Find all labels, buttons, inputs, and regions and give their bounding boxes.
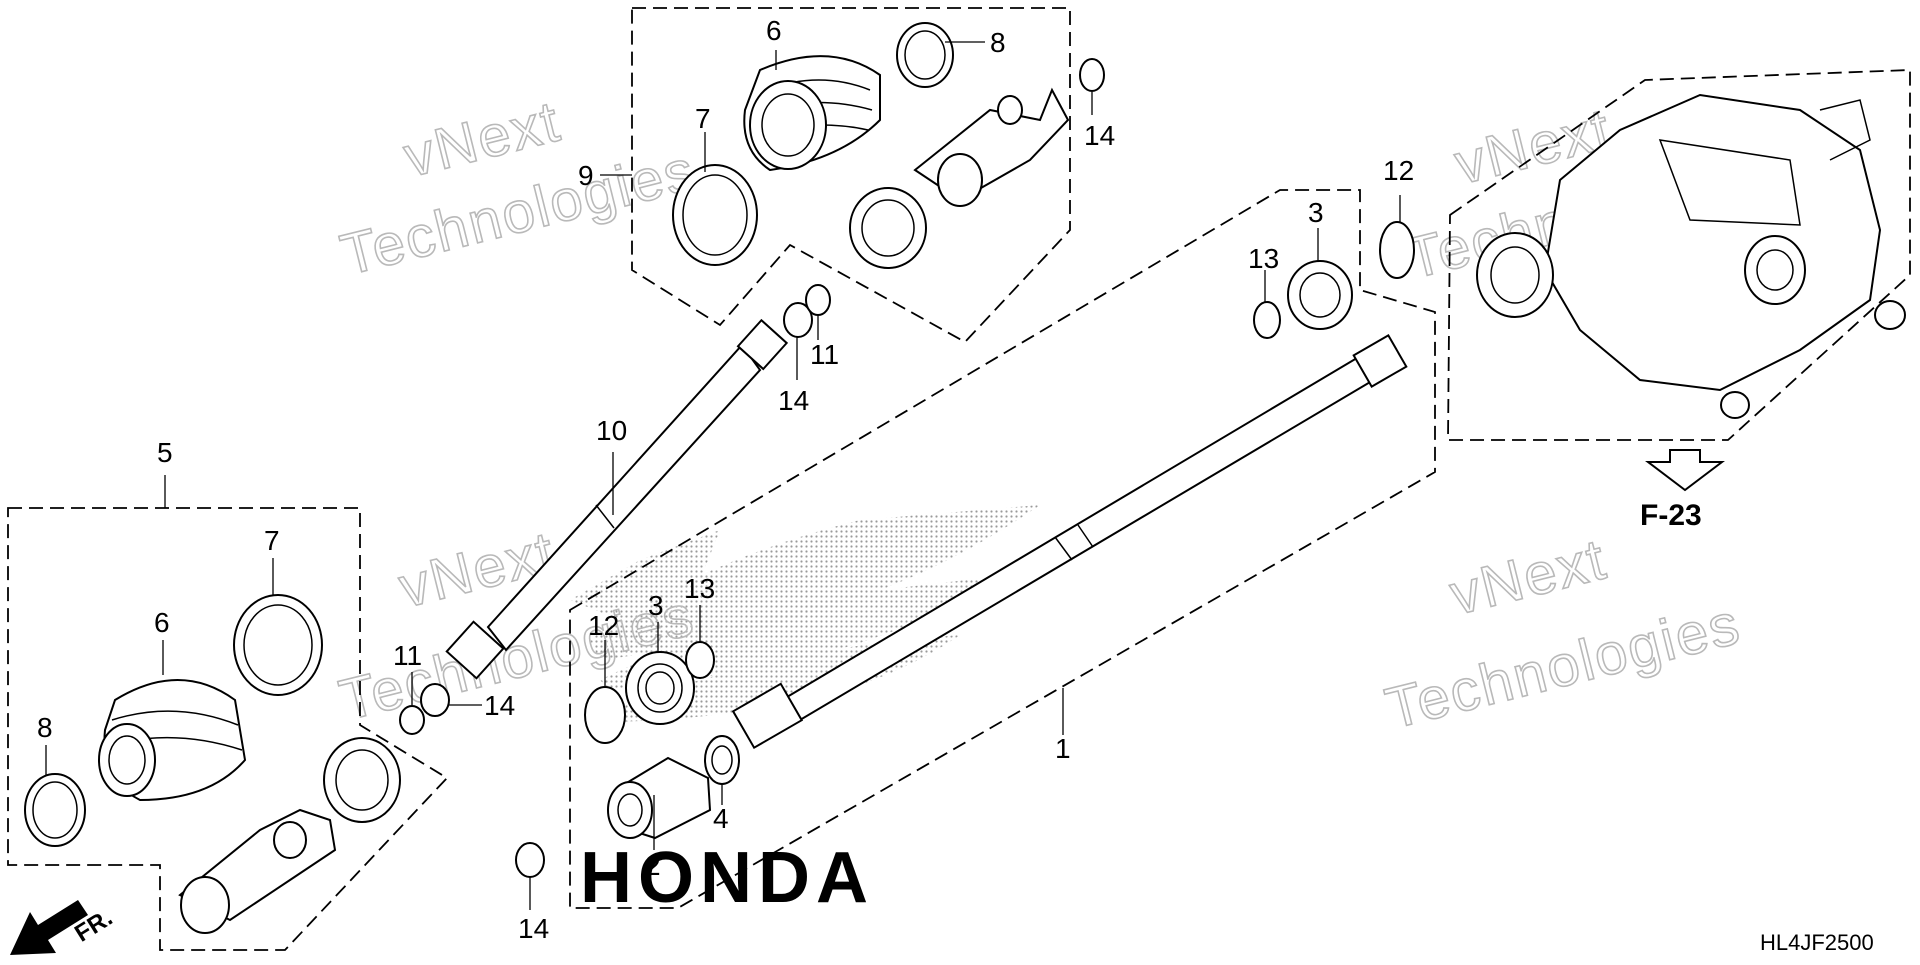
callout-13-middle: 13 [684,573,715,604]
callout-14-bottom: 14 [518,913,549,944]
callout-12-middle: 12 [588,610,619,641]
svg-text:Technologies: Technologies [1379,591,1747,742]
reference-label: F-23 [1640,499,1702,532]
part-1-rear-shaft [731,334,1408,750]
group-outline-front-joint [7,507,449,951]
part-13-ring-upper [1253,301,1281,339]
part-14-ring-loose-bottom [515,842,545,878]
part-seal-top [849,187,927,269]
callout-10: 10 [596,415,627,446]
group-outline-gearbox [1447,69,1911,441]
final-drive-gearbox [1476,93,1906,419]
callout-7-front: 7 [264,525,280,556]
group-outline-rear-shaft [569,189,1436,909]
part-11-ring-shaft-top [805,284,831,316]
part-7-clamp-top [672,164,758,266]
callout-6-top: 6 [766,15,782,46]
watermark-middle-right: vNext Technologies [1379,526,1748,743]
universal-joint-front [178,808,337,934]
callout-5: 5 [157,437,173,468]
part-seal-front [323,737,401,823]
part-12-ring-upper [1379,221,1415,279]
part-3-seal-upper [1287,260,1353,330]
callout-8-front: 8 [37,712,53,743]
part-7-clamp-front [233,594,323,696]
reference-arrow: F-23 [1640,449,1725,532]
part-14-ring-loose-top [1079,58,1105,92]
callout-numbers: 6 8 7 9 14 12 3 13 11 14 10 5 7 6 8 11 1… [37,15,1414,944]
part-13-ring-middle [685,641,715,679]
callout-3-middle: 3 [648,590,664,621]
part-11-ring-shaft-bottom [399,705,425,735]
diagram-code: HL4JF2500 [1760,930,1874,955]
callout-4: 4 [713,803,729,834]
group-outline-top-joint [631,7,1071,344]
callout-1: 1 [1055,733,1071,764]
callout-8-top: 8 [990,27,1006,58]
part-6-boot-front [98,679,247,802]
universal-joint-top [913,87,1070,207]
callout-14-front: 14 [484,690,515,721]
callout-7-top: 7 [695,103,711,134]
callout-6-front: 6 [154,607,170,638]
part-10-propeller-shaft [445,318,789,680]
callout-2: 2 [645,850,661,881]
callout-13-top: 13 [1248,243,1279,274]
part-12-ring-middle [584,686,626,744]
front-direction-arrow: FR. [10,900,117,955]
part-8-clamp-front [24,773,86,847]
part-3-seal-middle [625,651,695,725]
callout-14-top-right: 14 [1084,120,1115,151]
leader-lines [45,41,1401,910]
callout-14-shaft-top: 14 [778,385,809,416]
watermark-top-left: vNext Technologies [334,88,703,289]
callout-11-front: 11 [393,640,422,671]
callout-12-top: 12 [1383,155,1414,186]
honda-logo-text: HONDA [580,838,874,918]
part-14-ring-shaft-top [783,302,813,338]
part-6-boot-top [743,55,881,172]
callout-3-top: 3 [1308,197,1324,228]
callout-11-top: 11 [810,339,839,370]
callout-9: 9 [578,160,594,191]
svg-text:vNext: vNext [1444,526,1613,627]
part-2-sleeve [607,756,712,840]
part-8-clamp-top [896,22,954,88]
part-14-ring-shaft-bottom [420,683,450,717]
part-4-spring [704,735,740,785]
